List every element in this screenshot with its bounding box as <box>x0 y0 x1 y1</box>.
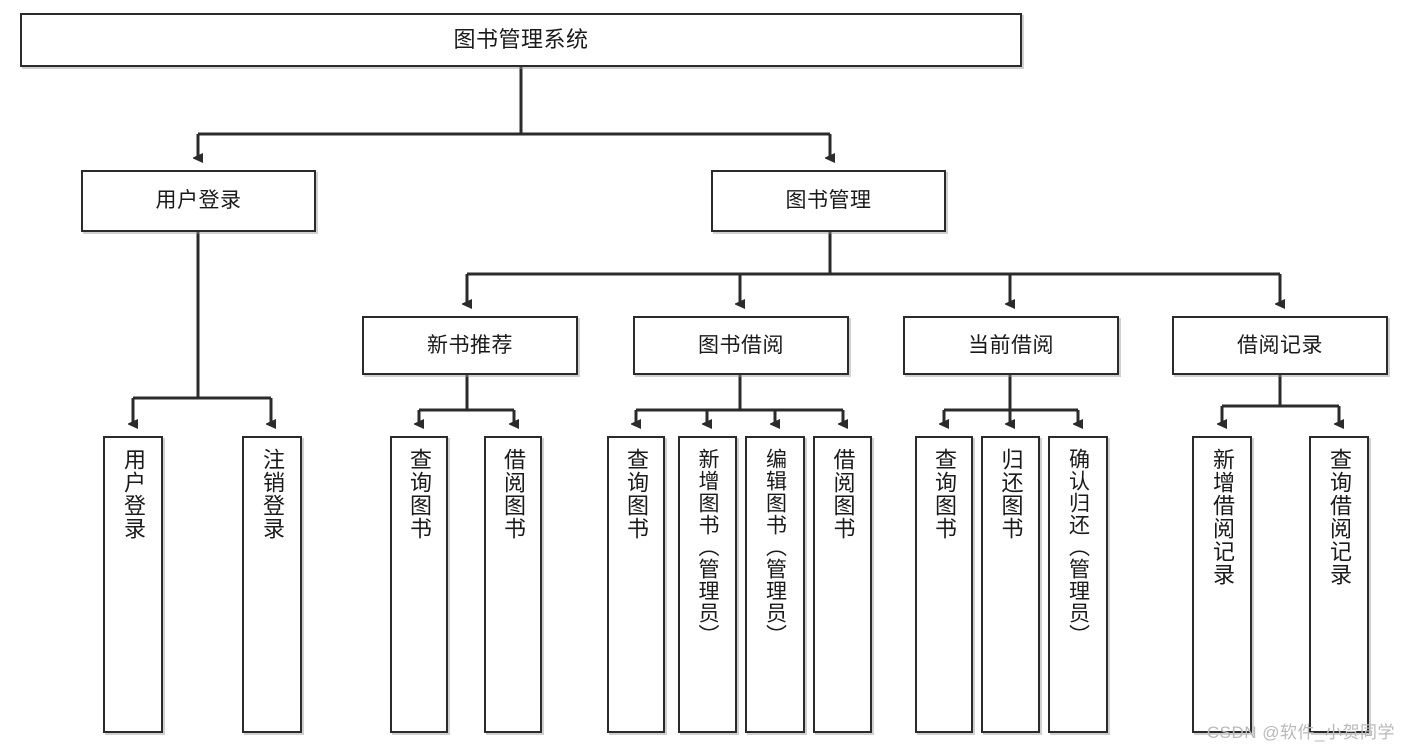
node-label: 查询图书 <box>407 448 432 540</box>
leaf-borrow-query-book[interactable]: 查询图书 <box>607 436 665 733</box>
node-new-book-recommend[interactable]: 新书推荐 <box>362 316 578 375</box>
leaf-recommend-borrow-book[interactable]: 借阅图书 <box>484 436 542 733</box>
node-label: 查询图书 <box>932 448 957 540</box>
node-label: 归还图书 <box>998 448 1024 540</box>
node-label: 图书管理系统 <box>453 26 589 52</box>
leaf-borrow-borrow-book[interactable]: 借阅图书 <box>813 436 872 733</box>
leaf-record-query-borrow-record[interactable]: 查询借阅记录 <box>1309 436 1369 733</box>
node-borrow-record[interactable]: 借阅记录 <box>1172 316 1388 375</box>
node-root-library-system[interactable]: 图书管理系统 <box>20 13 1022 67</box>
node-label: 查询借阅记录 <box>1327 448 1352 586</box>
node-label: 图书借阅 <box>698 333 784 357</box>
node-book-management[interactable]: 图书管理 <box>711 170 946 232</box>
node-book-borrow[interactable]: 图书借阅 <box>633 316 849 375</box>
csdn-watermark: CSDN @软件_小贺同学 <box>1206 723 1395 742</box>
node-label: 用户登录 <box>121 448 146 540</box>
node-label: 用户登录 <box>155 189 242 213</box>
node-label: 图书管理 <box>785 189 872 213</box>
leaf-user-login-signin[interactable]: 用户登录 <box>103 436 163 733</box>
node-label: 编辑图书（管理员） <box>763 448 787 646</box>
leaf-record-add-borrow-record[interactable]: 新增借阅记录 <box>1192 436 1252 733</box>
node-label: 借阅图书 <box>501 448 526 540</box>
node-label: 新书推荐 <box>427 333 513 357</box>
leaf-current-confirm-return-admin[interactable]: 确认归还（管理员） <box>1048 436 1108 733</box>
node-label: 注销登录 <box>260 448 285 540</box>
leaf-borrow-add-book-admin[interactable]: 新增图书（管理员） <box>678 436 737 733</box>
node-user-login[interactable]: 用户登录 <box>81 170 316 232</box>
node-label: 新增图书（管理员） <box>696 448 719 646</box>
node-label: 查询图书 <box>624 448 649 540</box>
node-label: 当前借阅 <box>968 333 1054 357</box>
leaf-borrow-edit-book-admin[interactable]: 编辑图书（管理员） <box>745 436 805 733</box>
leaf-current-query-book[interactable]: 查询图书 <box>915 436 973 733</box>
leaf-user-login-signout[interactable]: 注销登录 <box>242 436 302 733</box>
leaf-recommend-query-book[interactable]: 查询图书 <box>390 436 448 733</box>
node-current-borrow[interactable]: 当前借阅 <box>903 316 1119 375</box>
node-label: 确认归还（管理员） <box>1066 448 1090 646</box>
node-label: 借阅记录 <box>1237 333 1323 357</box>
node-label: 借阅图书 <box>830 448 856 540</box>
leaf-current-return-book[interactable]: 归还图书 <box>981 436 1040 733</box>
node-label: 新增借阅记录 <box>1210 448 1235 586</box>
